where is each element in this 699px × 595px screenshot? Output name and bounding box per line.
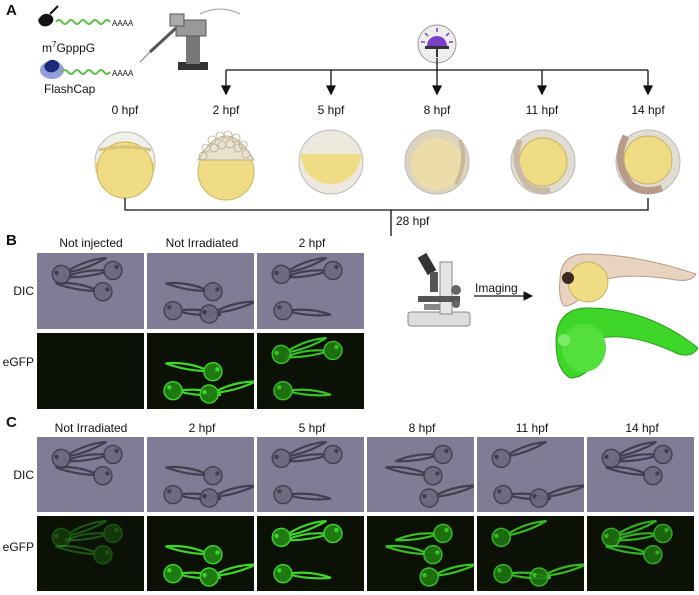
- c-dic-image-0: [37, 437, 144, 512]
- c-egfp-image-1: [147, 516, 254, 591]
- imaging-label: Imaging: [475, 281, 518, 295]
- embryo-8hpf: [404, 129, 470, 195]
- irradiation-timeline: [220, 58, 654, 96]
- b-row-label-dic: DIC: [13, 284, 34, 298]
- c-egfp-image-3: [367, 516, 474, 591]
- stage-label-3: 8 hpf: [423, 103, 451, 117]
- b-egfp-image-2: [257, 333, 364, 409]
- panel-c-letter: C: [6, 414, 17, 431]
- panel-a-diagram: AAAA AAAA: [38, 5, 681, 236]
- c-dic-image-1: [147, 437, 254, 512]
- c-col-label-2: 5 hpf: [298, 421, 326, 435]
- b-col-label-2: 2 hpf: [298, 236, 326, 250]
- embryo-5hpf: [298, 129, 364, 195]
- arrow-imaging: [474, 291, 534, 301]
- microinjector-icon: [139, 8, 241, 70]
- b-dic-image-1: [147, 253, 254, 329]
- c-col-label-5: 14 hpf: [625, 421, 659, 435]
- polyA-2: AAAA: [112, 69, 134, 78]
- mrna-flashcap: [40, 59, 111, 79]
- larva-brightfield: [559, 253, 697, 307]
- b-dic-image-2: [257, 253, 364, 329]
- b-egfp-image-0: [37, 333, 144, 409]
- embryo-14hpf: [615, 129, 681, 195]
- c-row-label-dic: DIC: [13, 468, 34, 482]
- embryo-11hpf: [510, 129, 576, 195]
- cap-label-flashcap: FlashCap: [44, 82, 96, 96]
- endpoint-label: 28 hpf: [396, 214, 430, 228]
- flashcap-icon: [44, 59, 60, 73]
- c-egfp-image-2: [257, 516, 364, 591]
- light-source-icon: [417, 24, 457, 64]
- c-col-label-3: 8 hpf: [408, 421, 436, 435]
- c-dic-image-5: [587, 437, 694, 512]
- endpoint-bracket: [124, 198, 649, 236]
- cap-icon: [38, 13, 54, 27]
- stage-label-0: 0 hpf: [111, 103, 139, 117]
- c-col-label-4: 11 hpf: [515, 421, 549, 435]
- b-col-label-1: Not Irradiated: [165, 236, 239, 250]
- c-egfp-image-0: [37, 516, 144, 591]
- cap-label-m7g: m7GpppG: [42, 40, 96, 55]
- c-dic-image-3: [367, 437, 474, 512]
- c-dic-image-4: [477, 437, 584, 512]
- stage-label-4: 11 hpf: [525, 103, 559, 117]
- b-col-label-0: Not injected: [59, 236, 123, 250]
- c-col-label-0: Not Irradiated: [54, 421, 128, 435]
- c-egfp-image-5: [587, 516, 694, 591]
- mrna-m7g: [38, 5, 111, 27]
- embryo-0hpf: [94, 131, 156, 199]
- stage-label-1: 2 hpf: [212, 103, 240, 117]
- c-egfp-image-4: [477, 516, 584, 591]
- c-dic-image-2: [257, 437, 364, 512]
- panel-b-letter: B: [6, 232, 17, 249]
- b-dic-image-0: [37, 253, 144, 329]
- imaging-diagram: [407, 252, 699, 379]
- c-col-label-1: 2 hpf: [188, 421, 216, 435]
- larva-gfp: [555, 307, 699, 379]
- b-egfp-image-1: [147, 333, 254, 409]
- stage-label-2: 5 hpf: [317, 103, 345, 117]
- polyA-1: AAAA: [112, 19, 134, 28]
- b-row-label-egfp: eGFP: [2, 355, 34, 369]
- microscope-icon: [407, 252, 471, 327]
- c-row-label-egfp: eGFP: [2, 540, 34, 554]
- stage-label-5: 14 hpf: [631, 103, 665, 117]
- panel-a-letter: A: [6, 2, 17, 19]
- embryo-2hpf: [197, 130, 255, 201]
